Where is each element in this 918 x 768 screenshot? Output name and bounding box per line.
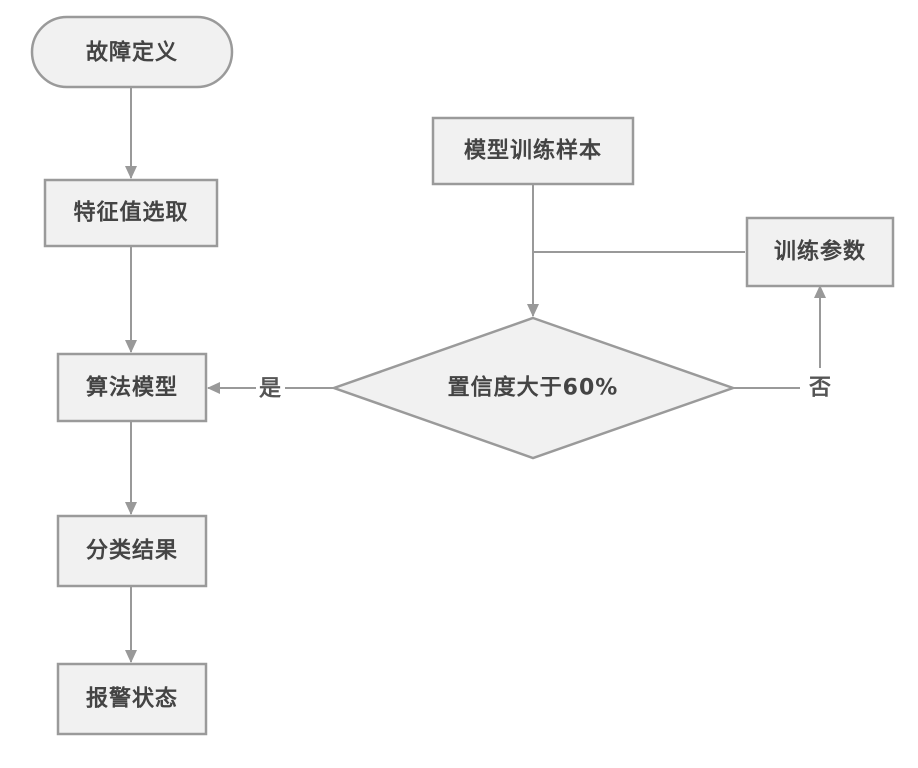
node-fault-definition: 故障定义	[32, 17, 232, 87]
node-training-samples: 模型训练样本	[433, 118, 633, 184]
node-fault-definition-label: 故障定义	[86, 40, 178, 66]
node-training-samples-label: 模型训练样本	[464, 138, 602, 164]
node-training-parameters-label: 训练参数	[774, 239, 866, 265]
node-confidence-check: 置信度大于60%	[334, 318, 733, 458]
node-confidence-check-label: 置信度大于60%	[448, 375, 619, 401]
node-feature-extraction: 特征值选取	[45, 180, 217, 246]
no-label: 否	[808, 376, 831, 401]
node-alarm-state: 报警状态	[58, 664, 206, 734]
node-classification-result-label: 分类结果	[86, 538, 178, 564]
node-feature-extraction-label: 特征值选取	[73, 200, 188, 226]
node-alarm-state-label: 报警状态	[86, 686, 178, 712]
node-algorithm-model: 算法模型	[58, 354, 206, 421]
node-algorithm-model-label: 算法模型	[86, 375, 178, 401]
node-classification-result: 分类结果	[58, 516, 206, 586]
yes-label: 是	[259, 377, 281, 402]
node-training-parameters: 训练参数	[747, 218, 893, 286]
